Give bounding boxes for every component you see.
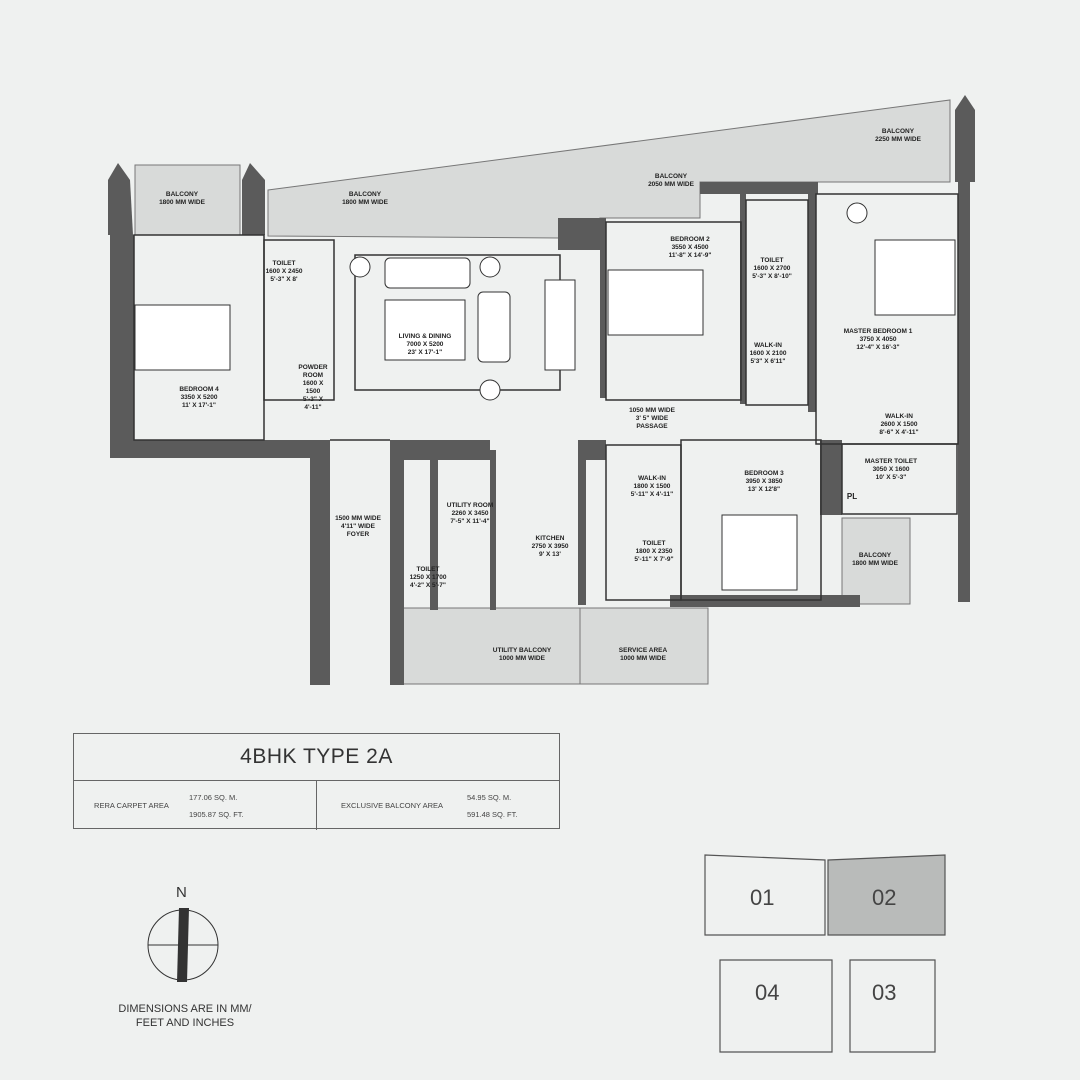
unit-type-title: 4BHK TYPE 2A <box>74 734 559 781</box>
rera-carpet-area: RERA CARPET AREA 177.06 SQ. M. 1905.87 SQ… <box>74 781 316 830</box>
key-unit-03 <box>849 959 936 1053</box>
living-rug <box>384 299 466 361</box>
rera-label: RERA CARPET AREA <box>94 801 169 810</box>
key-unit-02 <box>827 854 946 936</box>
balcony-sqm: 54.95 SQ. M. <box>467 792 512 802</box>
exclusive-balcony-area: EXCLUSIVE BALCONY AREA 54.95 SQ. M. 591.4… <box>316 781 559 830</box>
dimensions-note: DIMENSIONS ARE IN MM/ FEET AND INCHES <box>118 1003 252 1029</box>
compass-north-label: N <box>176 884 187 901</box>
key-label-01: 01 <box>750 885 775 910</box>
bed-master <box>874 239 956 316</box>
label-pl: PL <box>846 492 858 501</box>
furniture <box>134 202 956 591</box>
rera-sqft: 1905.87 SQ. FT. <box>189 809 244 819</box>
bed-bedroom-3 <box>721 514 798 591</box>
bed-bedroom-2 <box>607 269 704 336</box>
balcony-sqft: 591.48 SQ. FT. <box>467 809 518 819</box>
key-unit-01 <box>704 854 826 936</box>
utility-balcony-area <box>397 607 581 685</box>
balcony-area-label: EXCLUSIVE BALCONY AREA <box>341 801 443 810</box>
sofa <box>384 257 471 289</box>
walls <box>108 95 975 685</box>
key-label-02: 02 <box>872 885 897 910</box>
room-outlines <box>133 193 959 601</box>
key-label-03: 03 <box>872 980 897 1005</box>
sofa-side <box>477 291 511 363</box>
bed-bedroom-4 <box>134 304 231 371</box>
key-unit-04 <box>719 959 833 1053</box>
balcony-area-main <box>267 99 951 239</box>
compass <box>147 908 219 982</box>
area-legend: 4BHK TYPE 2A RERA CARPET AREA 177.06 SQ.… <box>73 733 560 830</box>
service-area <box>579 607 709 685</box>
rera-sqm: 177.06 SQ. M. <box>189 792 238 802</box>
key-plan <box>704 854 946 1053</box>
key-label-04: 04 <box>755 980 780 1005</box>
balcony-area-bedroom3 <box>841 517 911 605</box>
dining-table <box>544 279 576 371</box>
